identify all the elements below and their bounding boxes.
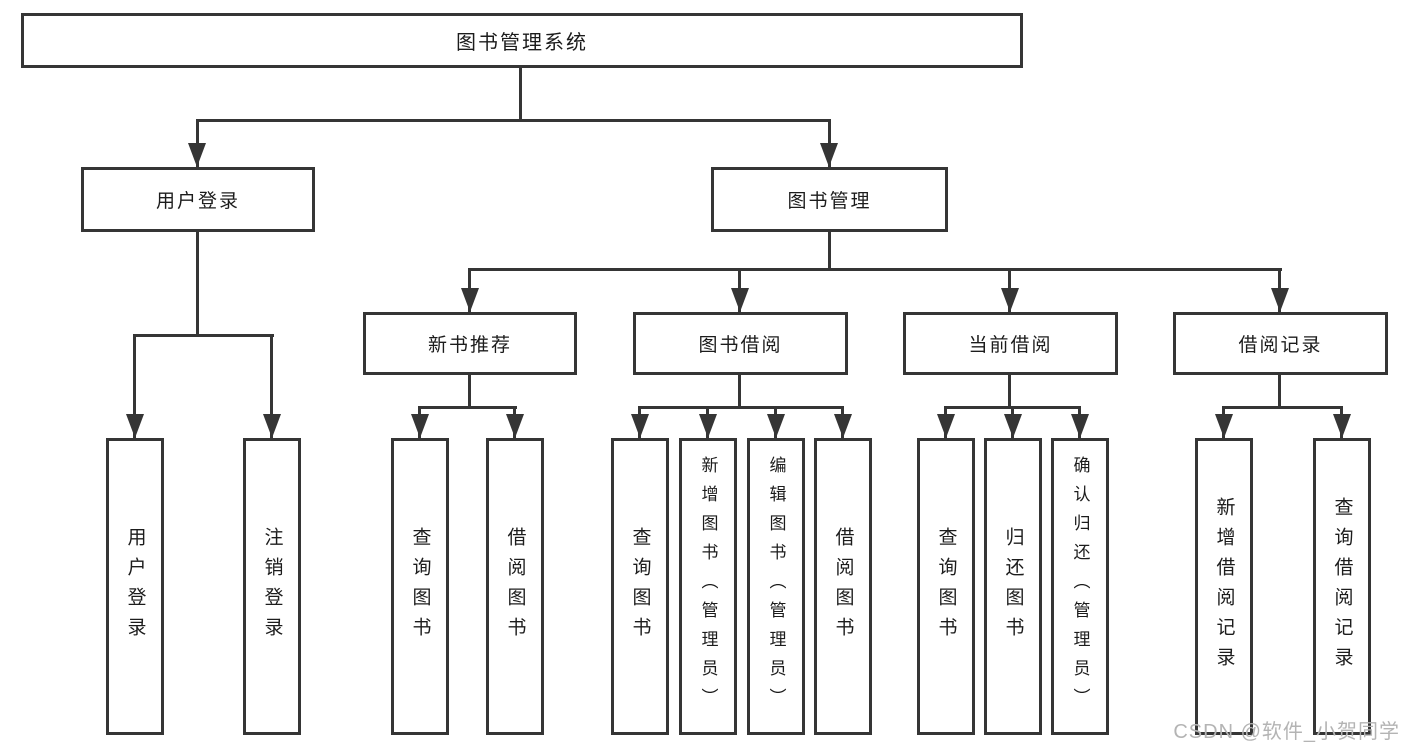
arrow-down-icon — [699, 414, 717, 438]
node-leaf-return-books: 归还图书 — [984, 438, 1042, 735]
arrow-down-icon — [1071, 414, 1089, 438]
node-leaf-user-login: 用户登录 — [106, 438, 164, 735]
arrow-down-icon — [631, 414, 649, 438]
arrow-down-icon — [937, 414, 955, 438]
node-leaf-query-books: 查询图书 — [611, 438, 669, 735]
connector-user-login-bus — [133, 334, 274, 337]
node-book-management: 图书管理 — [711, 167, 948, 232]
leaf-label: 借阅图书 — [504, 526, 526, 647]
connector-current-borrow-trunk — [1008, 375, 1011, 408]
node-leaf-add-books-admin: 新增图书（管理员） — [679, 438, 737, 735]
leaf-label: 查询借阅记录 — [1331, 496, 1353, 677]
leaf-label: 新增图书（管理员） — [698, 456, 718, 717]
connector-book-mgmt-trunk — [828, 231, 831, 271]
node-leaf-query-books: 查询图书 — [917, 438, 975, 735]
node-leaf-logout: 注销登录 — [243, 438, 301, 735]
arrow-down-icon — [731, 288, 749, 312]
leaf-label: 查询图书 — [409, 526, 431, 647]
connector-book-borrow-bus — [638, 406, 844, 409]
arrow-down-icon — [1215, 414, 1233, 438]
leaf-label: 查询图书 — [935, 526, 957, 647]
leaf-label: 借阅图书 — [832, 526, 854, 647]
leaf-label: 编辑图书（管理员） — [766, 456, 786, 717]
node-root: 图书管理系统 — [21, 13, 1023, 68]
connector-level3-bus — [468, 268, 1282, 271]
arrow-down-icon — [834, 414, 852, 438]
leaf-label: 注销登录 — [261, 526, 283, 647]
arrow-down-icon — [1271, 288, 1289, 312]
arrow-down-icon — [767, 414, 785, 438]
arrow-down-icon — [1004, 414, 1022, 438]
connector-root-trunk — [519, 68, 522, 120]
leaf-label: 用户登录 — [124, 526, 146, 647]
arrow-down-icon — [820, 143, 838, 167]
connector-new-book-rec-bus — [418, 406, 517, 409]
node-leaf-confirm-return-admin: 确认归还（管理员） — [1051, 438, 1109, 735]
node-book-borrowing: 图书借阅 — [633, 312, 848, 375]
node-leaf-add-borrow-record: 新增借阅记录 — [1195, 438, 1253, 735]
leaf-label: 归还图书 — [1002, 526, 1024, 647]
arrow-down-icon — [506, 414, 524, 438]
connector-level2-bus — [196, 119, 831, 122]
arrow-down-icon — [411, 414, 429, 438]
node-borrowing-records: 借阅记录 — [1173, 312, 1388, 375]
arrow-down-icon — [1001, 288, 1019, 312]
connector-drop-login-leaf — [133, 334, 136, 438]
arrow-down-icon — [263, 414, 281, 438]
node-current-borrowing: 当前借阅 — [903, 312, 1118, 375]
connector-drop-logout-leaf — [270, 334, 273, 438]
connector-new-book-rec-trunk — [468, 375, 471, 408]
connector-user-login-trunk — [196, 232, 199, 335]
arrow-down-icon — [126, 414, 144, 438]
node-leaf-borrow-books: 借阅图书 — [486, 438, 544, 735]
node-leaf-query-books: 查询图书 — [391, 438, 449, 735]
node-leaf-edit-books-admin: 编辑图书（管理员） — [747, 438, 805, 735]
node-user-login: 用户登录 — [81, 167, 315, 232]
leaf-label: 新增借阅记录 — [1213, 496, 1235, 677]
arrow-down-icon — [1333, 414, 1351, 438]
leaf-label: 查询图书 — [629, 526, 651, 647]
node-leaf-borrow-books: 借阅图书 — [814, 438, 872, 735]
connector-book-borrow-trunk — [738, 375, 741, 408]
csdn-watermark: CSDN @软件_小贺同学 — [1173, 721, 1400, 743]
node-new-book-recommend: 新书推荐 — [363, 312, 577, 375]
connector-borrow-record-trunk — [1278, 375, 1281, 408]
arrow-down-icon — [188, 143, 206, 167]
leaf-label: 确认归还（管理员） — [1070, 456, 1090, 717]
connector-borrow-record-bus — [1222, 406, 1343, 409]
node-leaf-query-borrow-record: 查询借阅记录 — [1313, 438, 1371, 735]
arrow-down-icon — [461, 288, 479, 312]
